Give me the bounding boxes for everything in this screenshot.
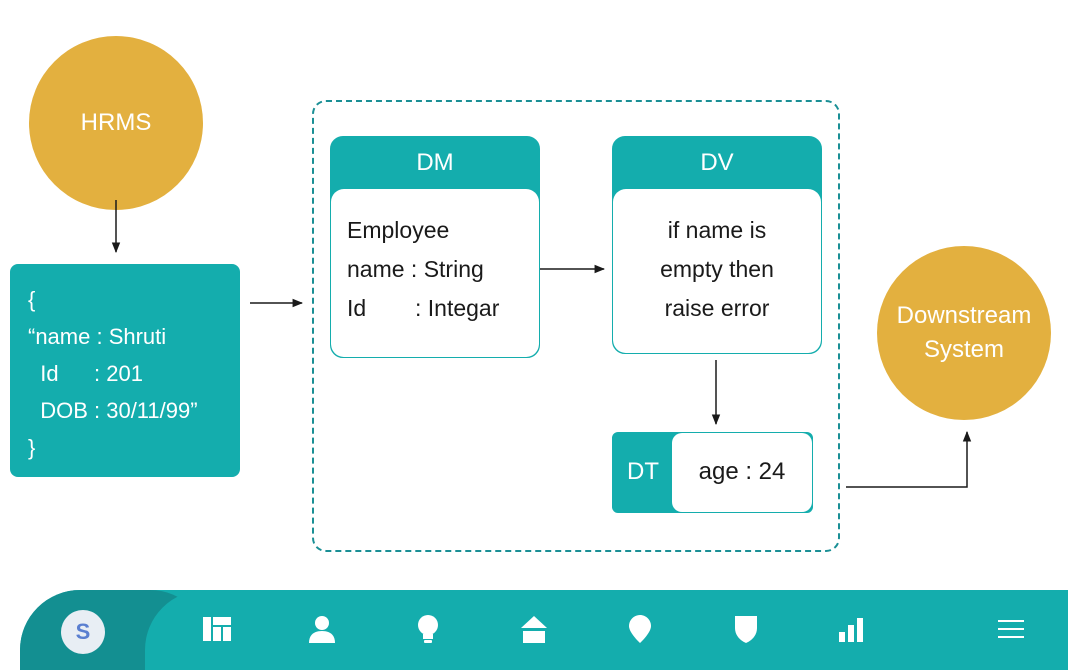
bar-chart-icon[interactable] [836, 614, 866, 644]
downstream-label: Downstream System [896, 302, 1032, 363]
dt-label: DT [627, 458, 659, 485]
dt-value: age : 24 [672, 433, 812, 512]
hrms-node: HRMS [29, 36, 203, 210]
location-pin-icon[interactable] [625, 614, 655, 644]
downstream-system-node: Downstream System [877, 246, 1051, 420]
json-line: } [28, 435, 36, 460]
nav-icons-background [145, 590, 1068, 670]
user-avatar[interactable]: S [61, 610, 105, 654]
dm-card: DM Employee name : String Id: Integar [330, 136, 540, 358]
dm-line: Id: Integar [347, 295, 500, 321]
json-line: { [28, 287, 36, 312]
lightbulb-icon[interactable] [413, 614, 443, 644]
processing-group [312, 100, 840, 552]
dv-line: if name is [667, 217, 767, 243]
dm-line: name : String [347, 256, 484, 282]
menu-icon[interactable] [996, 614, 1026, 644]
json-line: DOB: 30/11/99” [28, 398, 198, 423]
shield-icon[interactable] [731, 614, 761, 644]
dm-body: Employee name : String Id: Integar [331, 189, 539, 357]
dv-title: DV [700, 149, 734, 176]
dv-line: raise error [664, 295, 770, 321]
dt-box: DT age : 24 [612, 432, 813, 513]
arrow-dt-to-downstream [846, 430, 972, 488]
json-line: “name : Shruti [28, 324, 167, 349]
user-icon[interactable] [307, 614, 337, 644]
dv-card: DV if name is empty then raise error [612, 136, 822, 354]
employee-json-box: { “name : Shruti Id: 201 DOB: 30/11/99” … [10, 264, 240, 477]
dv-line: empty then [660, 256, 774, 282]
json-line: Id: 201 [28, 361, 143, 386]
dm-line: Employee [347, 217, 450, 243]
dashboard-icon[interactable] [202, 614, 232, 644]
home-icon[interactable] [519, 614, 549, 644]
dm-title: DM [416, 149, 454, 176]
dv-body: if name is empty then raise error [613, 189, 821, 353]
hrms-label: HRMS [80, 109, 152, 136]
